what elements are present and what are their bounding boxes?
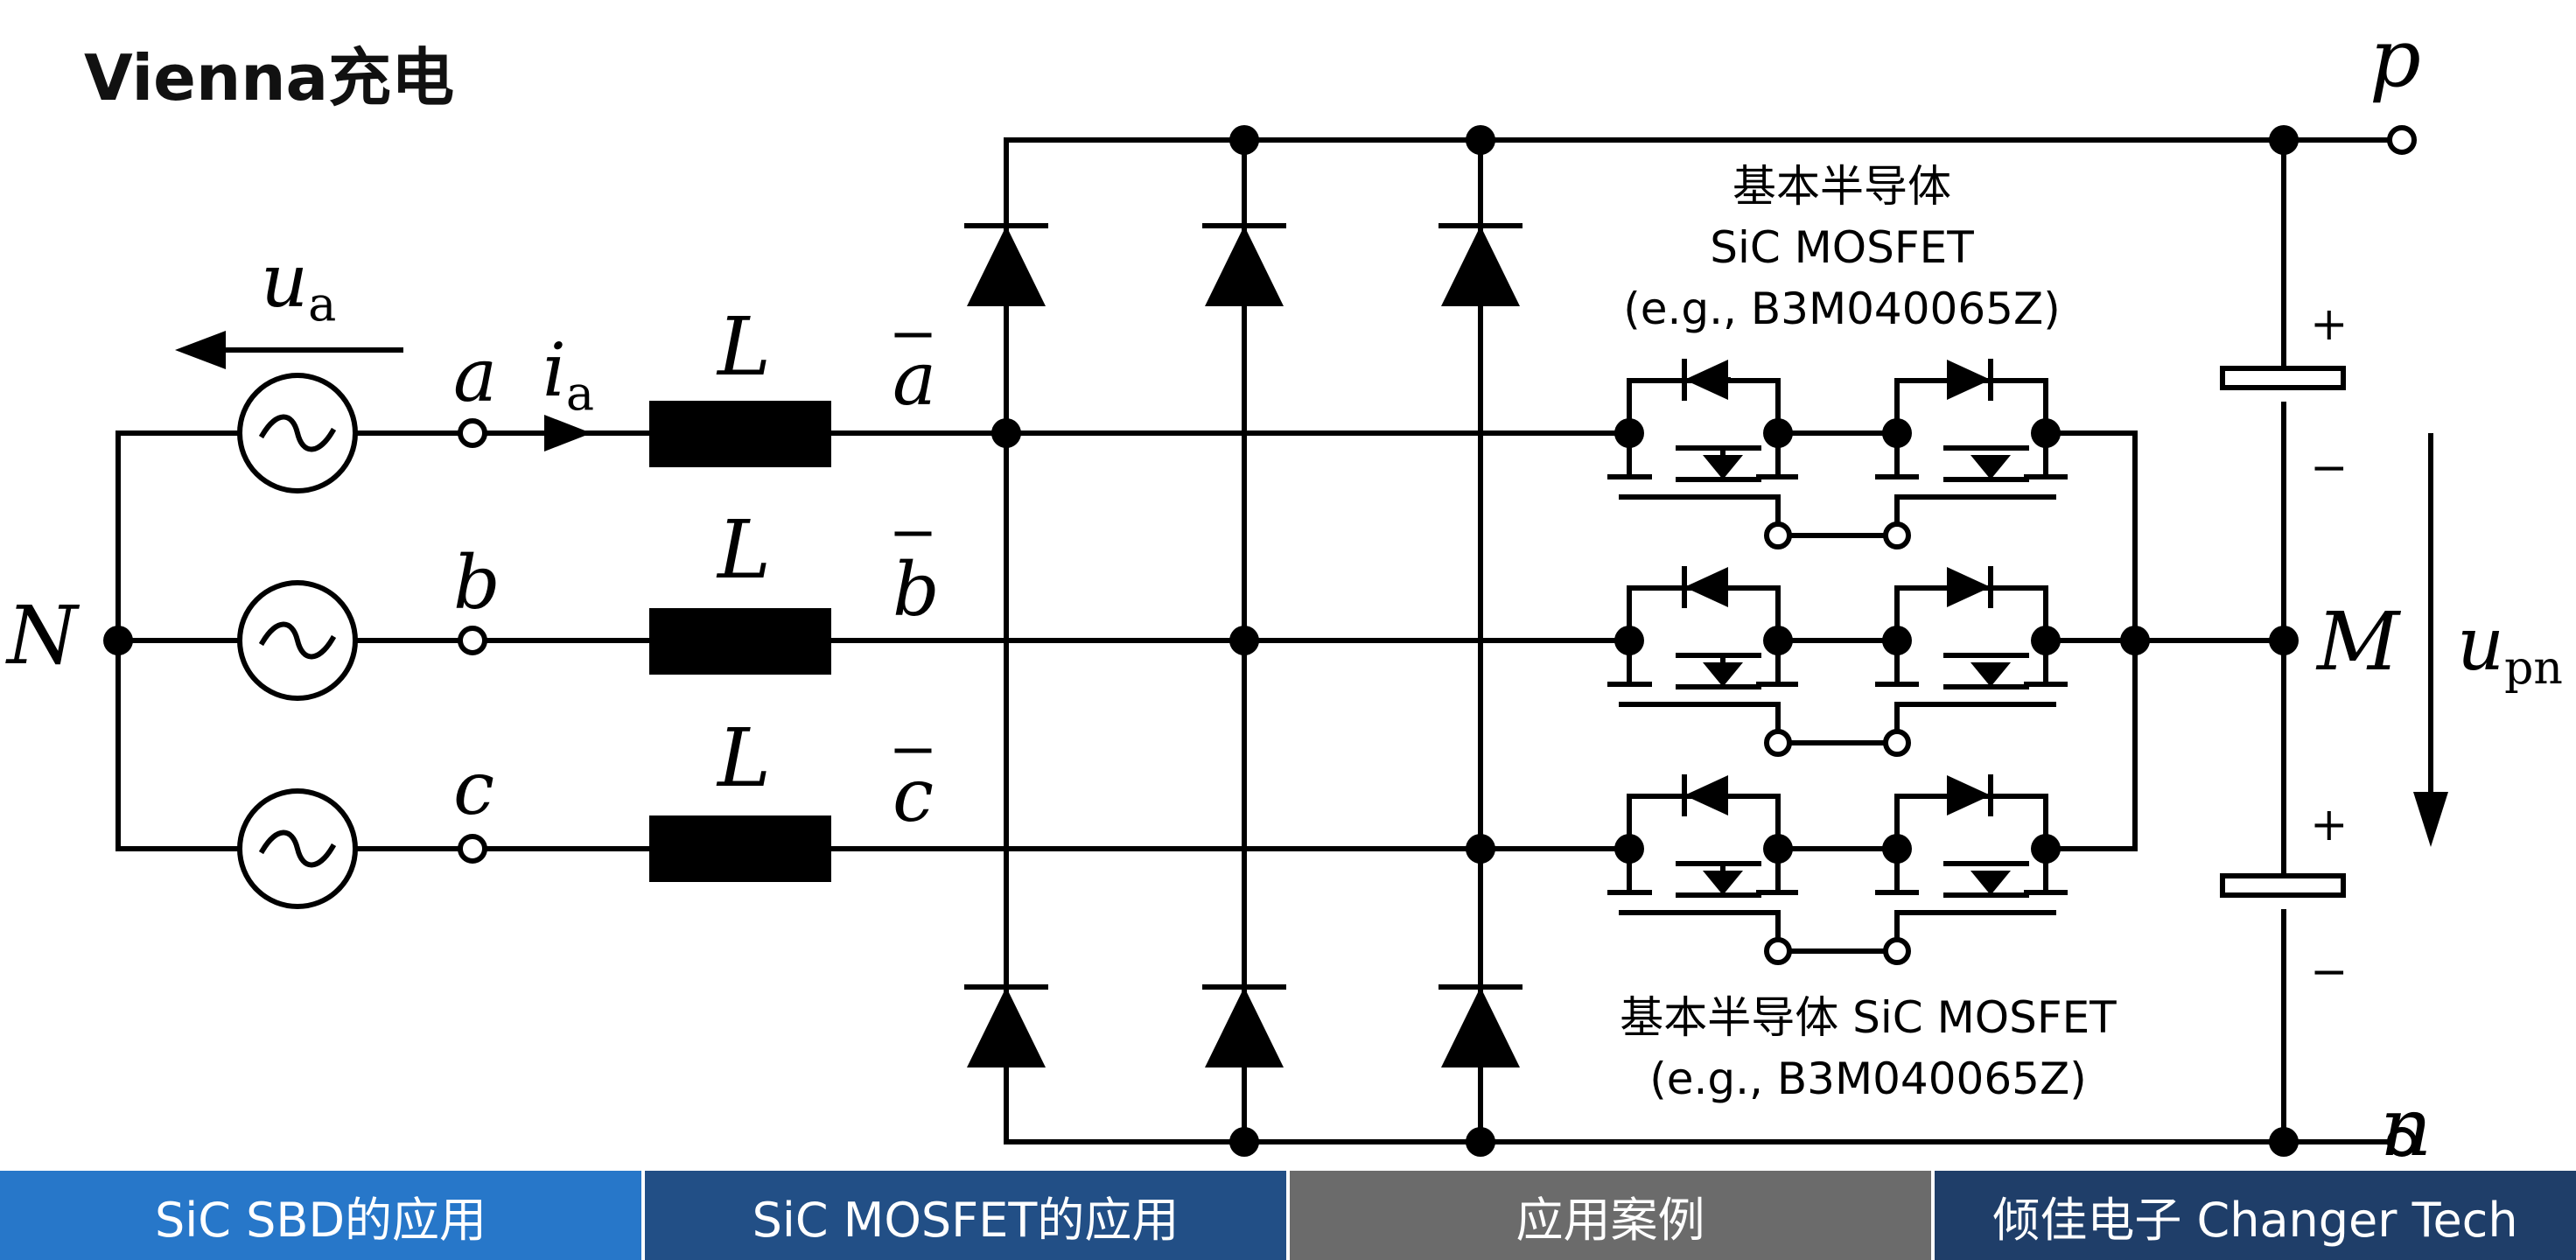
mosfet-bottom-label-line2: (e.g., B3M040065Z) [1649, 1054, 2086, 1104]
node-b-label: b [453, 540, 500, 626]
switch-block-c [1607, 774, 2138, 965]
bottom-navigation: SiC SBD的应用 SiC MOSFET的应用 应用案例 倾佳电子 Chang… [0, 1171, 2576, 1260]
cap-top-minus: − [2310, 442, 2348, 494]
node-n-label: n [2380, 1081, 2432, 1171]
page-title: Vienna充电 [84, 41, 455, 115]
cbar-label: c [892, 752, 934, 838]
node-p-label: p [2370, 11, 2421, 105]
node-M-label: M [2315, 595, 2402, 689]
inductors [649, 401, 1009, 882]
ac-source-a [237, 373, 462, 494]
inductor-a-label: L [716, 300, 771, 394]
mosfet-top-label-line3: (e.g., B3M040065Z) [1623, 284, 2060, 334]
ia-label: ia [542, 327, 594, 421]
mosfet-top-label-line2: SiC MOSFET [1710, 222, 1974, 273]
input-terminals [458, 415, 652, 864]
dc-link-capacitors [2220, 125, 2346, 1157]
ua-voltage-arrow [175, 331, 403, 369]
abar-label: a [892, 336, 936, 422]
ac-source-b [237, 580, 462, 701]
mosfet-top-label-line1: 基本半导体 [1732, 161, 1951, 212]
tab-application-cases[interactable]: 应用案例 [1290, 1171, 1935, 1260]
diode-top-1 [964, 223, 1048, 306]
ac-source-c [237, 788, 462, 909]
midpoint-bus [2120, 430, 2286, 851]
diode-bottom-2 [1202, 984, 1286, 1068]
upn-voltage-arrow [2413, 433, 2448, 847]
neutral-bus [103, 430, 241, 851]
upn-label: upn [2457, 601, 2563, 695]
cap-bottom-minus: − [2310, 946, 2348, 998]
node-a-label: a [453, 332, 497, 418]
diode-bottom-3 [1438, 984, 1522, 1068]
diode-bottom-1 [964, 984, 1048, 1068]
node-N-label: N [5, 589, 80, 682]
tab-changer-tech[interactable]: 倾佳电子 Changer Tech [1935, 1171, 2576, 1260]
diode-top-3 [1438, 223, 1522, 306]
overbars [894, 332, 932, 753]
tab-sic-sbd[interactable]: SiC SBD的应用 [0, 1171, 645, 1260]
switch-block-b [1607, 566, 2138, 757]
diode-top-2 [1202, 223, 1286, 306]
ia-current-arrow [544, 415, 592, 452]
labels: ua ia a b c N L L L a b c p n M upn + − … [5, 11, 2563, 1171]
cap-top-plus: + [2310, 298, 2348, 351]
phase-lines [1004, 430, 1632, 851]
bbar-label: b [892, 547, 940, 633]
vienna-rectifier-circuit-diagram: ua ia a b c N L L L a b c p n M upn + − … [5, 11, 2563, 1171]
inductor-b-label: L [716, 503, 771, 597]
tab-sic-mosfet[interactable]: SiC MOSFET的应用 [645, 1171, 1290, 1260]
node-c-label: c [453, 746, 494, 831]
cap-bottom-plus: + [2310, 799, 2348, 851]
ac-sources [237, 373, 462, 909]
mosfet-bottom-label-line1: 基本半导体 SiC MOSFET [1620, 992, 2117, 1043]
switch-block-a [1607, 359, 2138, 550]
inductor-c-label: L [716, 711, 771, 805]
ua-label: ua [261, 238, 336, 332]
